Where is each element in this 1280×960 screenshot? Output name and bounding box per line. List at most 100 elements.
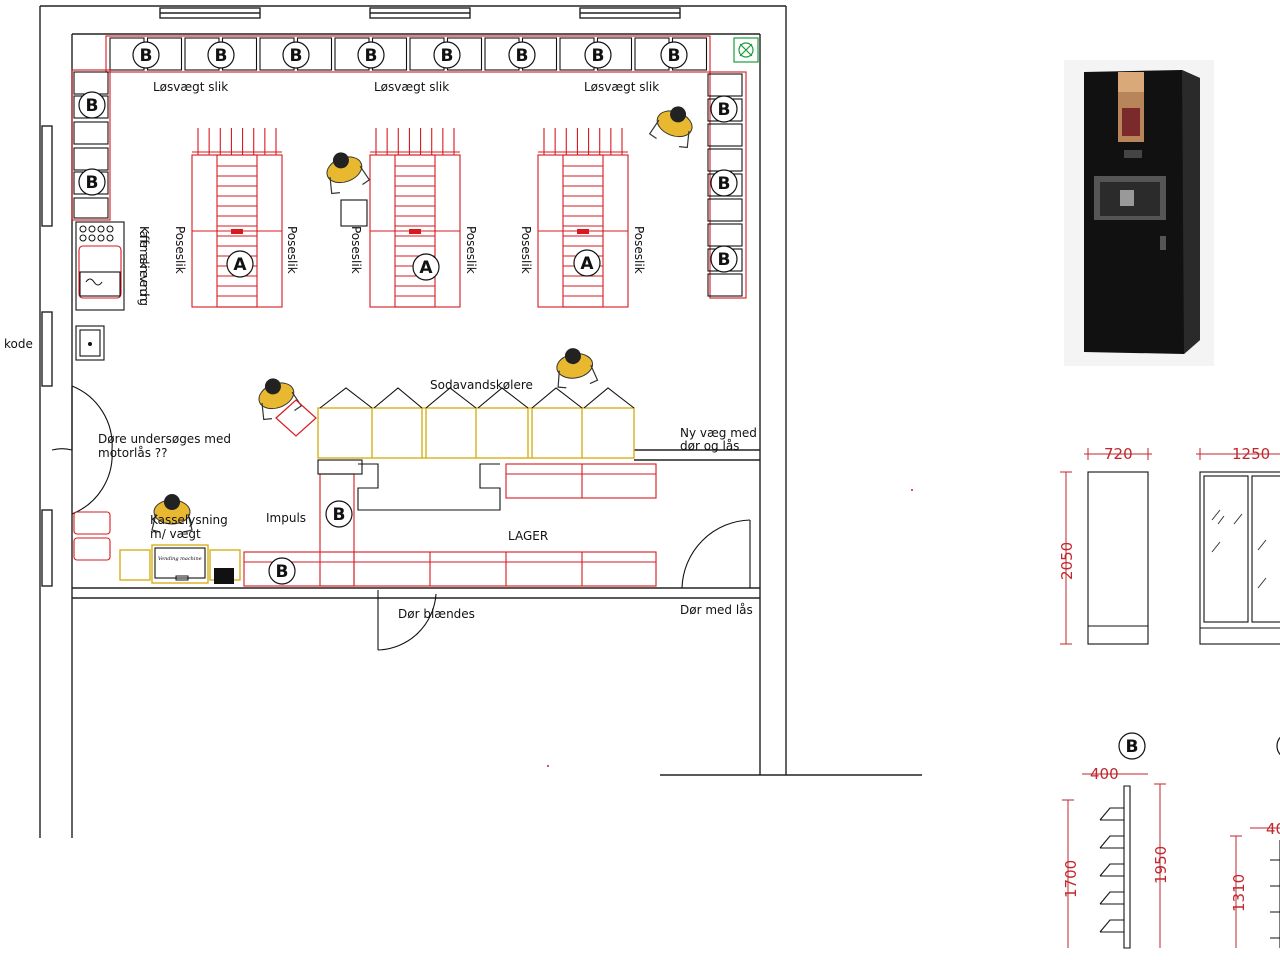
label-kassel-2: m/ vægt: [150, 527, 201, 541]
coffee-machine-photo: [1064, 60, 1214, 366]
svg-text:B: B: [1126, 737, 1139, 757]
marker-b: B: [710, 95, 738, 123]
label-kode: kode: [4, 337, 33, 351]
svg-text:B: B: [290, 46, 303, 66]
svg-text:B: B: [86, 96, 99, 116]
marker-b: B: [1276, 736, 1280, 756]
top-shelf-row: [105, 35, 711, 73]
marker-b: B: [584, 41, 612, 69]
walls: [39, 5, 922, 838]
marker-a: A: [412, 253, 440, 281]
svg-text:B: B: [516, 46, 529, 66]
dim-40: 40: [1266, 820, 1280, 838]
dim-1950: 1950: [1152, 846, 1170, 884]
svg-text:B: B: [718, 100, 731, 120]
svg-text:B: B: [276, 562, 289, 582]
soda-coolers: [317, 387, 635, 459]
dimension-drawings: 720 2050 1250 400 1700 1950: [1058, 445, 1280, 949]
svg-text:A: A: [233, 255, 247, 275]
island-3: [537, 128, 629, 308]
svg-text:B: B: [215, 46, 228, 66]
label-losvaegt-2: Løsvægt slik: [374, 80, 449, 94]
persons: [151, 106, 693, 533]
bottom-doors: [377, 519, 751, 651]
shelf-cell: [707, 123, 743, 147]
label-losvaegt-3: Løsvægt slik: [584, 80, 659, 94]
dim-2050: 2050: [1058, 542, 1076, 580]
emergency-exit-icon: [733, 37, 759, 63]
shelf-cell: [707, 73, 743, 97]
labels: Løsvægt slik Løsvægt slik Løsvægt slik P…: [4, 80, 757, 621]
dim-1700: 1700: [1062, 860, 1080, 898]
label-impuls: Impuls: [266, 511, 306, 525]
person-icon: [258, 378, 303, 421]
islands: [191, 128, 629, 308]
marker-b: B: [433, 41, 461, 69]
island-2: [369, 128, 461, 308]
label-poseslik-1: Poseslik: [173, 226, 187, 274]
label-poseslik-2: Poseslik: [285, 226, 299, 274]
marker-b: B: [78, 168, 106, 196]
island-1: [191, 128, 283, 308]
label-kassel-1: Kasselysning: [150, 513, 228, 527]
dim-1310: 1310: [1230, 874, 1248, 912]
marker-a: A: [226, 250, 254, 278]
shelf-cell: [707, 223, 743, 247]
label-poseslik-3: Poseslik: [349, 226, 363, 274]
person-icon: [151, 494, 193, 533]
label-dore-2: motorlås ??: [98, 446, 168, 460]
label-dor-laas: Dør med lås: [680, 603, 753, 617]
shelf-cell: [707, 273, 743, 297]
svg-text:B: B: [86, 173, 99, 193]
person-icon: [326, 152, 371, 195]
label-poseslik-6: Poseslik: [632, 226, 646, 274]
markers: B B B B B B B B B B B B B A A A B B B B: [78, 41, 1280, 760]
marker-a: A: [573, 249, 601, 277]
person-icon: [556, 348, 599, 389]
marker-b: B: [282, 41, 310, 69]
label-lager: LAGER: [508, 529, 548, 543]
marker-b: B: [78, 91, 106, 119]
label-vending: Vending machine: [158, 556, 202, 562]
svg-text:B: B: [140, 46, 153, 66]
marker-b: B: [357, 41, 385, 69]
svg-text:B: B: [718, 250, 731, 270]
svg-text:B: B: [718, 174, 731, 194]
svg-text:B: B: [365, 46, 378, 66]
left-bottom-boxes: [73, 511, 111, 561]
svg-text:B: B: [592, 46, 605, 66]
coffee-machine-block: [75, 221, 125, 311]
svg-text:B: B: [333, 505, 346, 525]
svg-text:A: A: [580, 254, 594, 274]
left-doors: [51, 385, 113, 515]
shelf-cell: [707, 148, 743, 172]
svg-text:B: B: [668, 46, 681, 66]
marker-b: B: [710, 245, 738, 273]
marker-b: B: [710, 169, 738, 197]
label-sodavand: Sodavandskølere: [430, 378, 533, 392]
sink-icon: [75, 325, 105, 361]
shelf-cell: [707, 198, 743, 222]
label-kaffe: Kaffemaskine vending: [137, 226, 151, 306]
dim-720: 720: [1104, 445, 1133, 463]
dim-1250: 1250: [1232, 445, 1270, 463]
label-ny-vaeg-2: dør og lås: [680, 439, 739, 453]
svg-text:A: A: [419, 258, 433, 278]
marker-b: B: [207, 41, 235, 69]
svg-text:B: B: [441, 46, 454, 66]
marker-b: B: [132, 41, 160, 69]
person-icon: [648, 106, 693, 149]
bottom-shelves: [243, 459, 657, 587]
label-losvaegt-1: Løsvægt slik: [153, 80, 228, 94]
marker-b: B: [1118, 732, 1146, 760]
marker-b: B: [508, 41, 536, 69]
label-dor-blaendes: Dør blændes: [398, 607, 475, 621]
label-poseslik-4: Poseslik: [464, 226, 478, 274]
marker-b: B: [660, 41, 688, 69]
label-poseslik-5: Poseslik: [519, 226, 533, 274]
checkout-counter: [119, 544, 241, 584]
marker-b: B: [268, 557, 296, 585]
label-ny-vaeg-1: Ny væg med: [680, 426, 757, 440]
marker-b: B: [325, 500, 353, 528]
